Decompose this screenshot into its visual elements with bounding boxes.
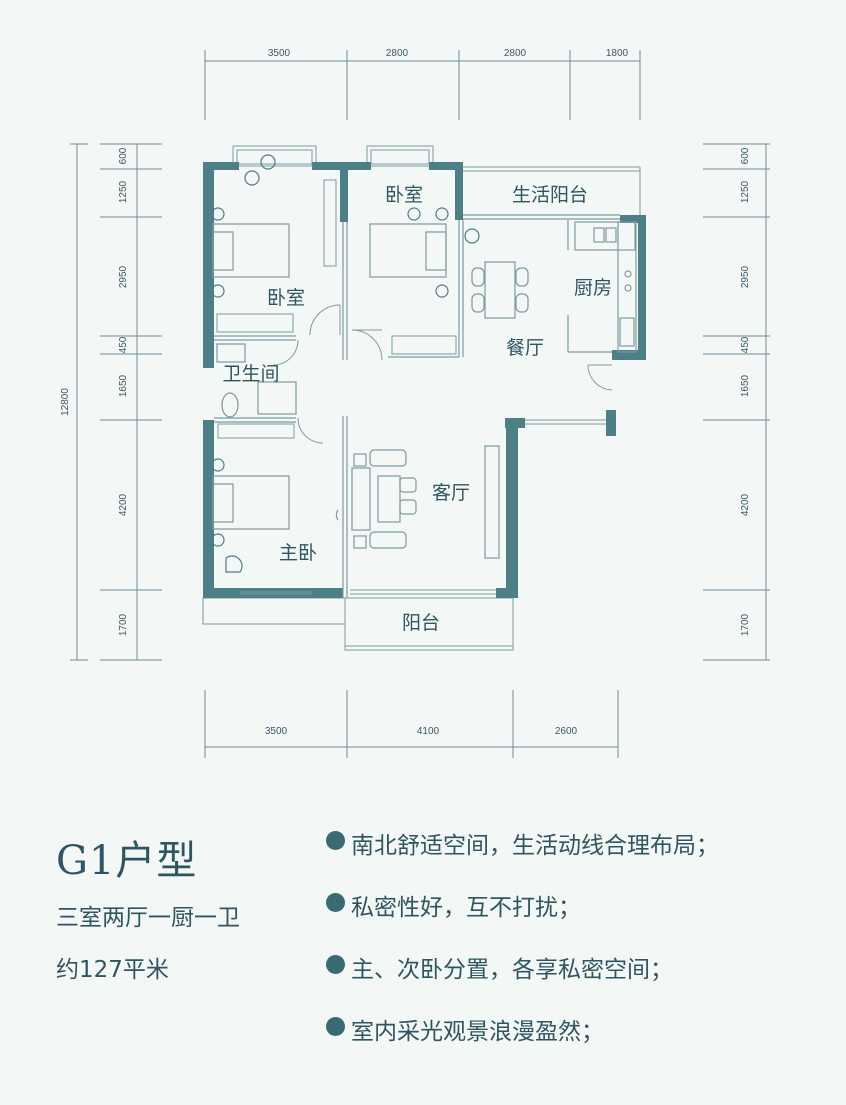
right-dim-5: 1650 [740, 374, 751, 397]
unit-layout: 三室两厅一厨一卫 [56, 905, 240, 931]
left-dim-5: 1650 [118, 374, 129, 397]
feature-text: 南北舒适空间，生活动线合理布局； [351, 833, 719, 859]
feature-item: 南北舒适空间，生活动线合理布局； [326, 826, 719, 888]
room-label-kitchen: 厨房 [574, 277, 612, 299]
plant-icon [225, 555, 243, 573]
bathroom-fixtures [216, 343, 297, 418]
room-label-bedroom-nw: 卧室 [267, 287, 305, 309]
left-dim-7: 1700 [118, 613, 129, 636]
room-label-service-balcony: 生活阳台 [512, 184, 588, 206]
feature-text: 私密性好，互不打扰； [351, 895, 581, 921]
room-label-dining: 餐厅 [506, 337, 544, 359]
bottom-dim-3: 2600 [555, 726, 578, 737]
right-dim-7: 1700 [740, 613, 751, 636]
bullet-icon [326, 955, 345, 974]
top-dim-4: 1800 [606, 48, 629, 59]
kitchen-counter [574, 221, 637, 353]
top-dim-2: 2800 [386, 48, 409, 59]
left-dim-6: 4200 [118, 493, 129, 516]
right-dimension-line [703, 143, 770, 661]
left-dim-4: 450 [118, 336, 129, 353]
feature-item: 主、次卧分置，各享私密空间； [326, 950, 719, 1012]
room-label-balcony: 阳台 [402, 612, 440, 634]
right-dim-3: 2950 [740, 265, 751, 288]
feature-text: 室内采光观景浪漫盈然； [351, 1019, 604, 1045]
left-dim-3: 2950 [118, 265, 129, 288]
floor-plan: 3500 2800 2800 1800 3500 4100 2600 12800… [60, 48, 770, 758]
room-label-living: 客厅 [432, 482, 470, 504]
room-label-bathroom: 卫生间 [222, 363, 279, 385]
feature-list: 南北舒适空间，生活动线合理布局； 私密性好，互不打扰； 主、次卧分置，各享私密空… [326, 826, 719, 1074]
feature-item: 室内采光观景浪漫盈然； [326, 1012, 719, 1074]
sofa-set [335, 445, 500, 559]
unit-area: 约127平米 [56, 957, 169, 983]
bullet-icon [326, 893, 345, 912]
beds [212, 223, 447, 530]
top-dim-3: 2800 [504, 48, 527, 59]
feature-text: 主、次卧分置，各享私密空间； [351, 957, 673, 983]
dining-table [471, 261, 529, 319]
unit-title: G1户型 [56, 838, 198, 884]
right-dim-1: 600 [740, 147, 751, 164]
right-dim-6: 4200 [740, 493, 751, 516]
right-dim-2: 1250 [740, 180, 751, 203]
right-dim-4: 450 [740, 336, 751, 353]
doors [272, 304, 613, 444]
walls [203, 162, 646, 598]
bottom-dimension-line [204, 690, 619, 758]
feature-item: 私密性好，互不打扰； [326, 888, 719, 950]
wardrobes [216, 179, 457, 439]
bottom-dim-2: 4100 [417, 726, 440, 737]
bottom-dim-1: 3500 [265, 726, 288, 737]
left-dim-2: 1250 [118, 180, 129, 203]
interior-walls [214, 214, 620, 598]
windows [240, 589, 496, 595]
left-dim-1: 600 [118, 147, 129, 164]
bullet-icon [326, 1017, 345, 1036]
bullet-icon [326, 831, 345, 850]
total-height-dim: 12800 [60, 388, 71, 416]
room-label-bedroom-n: 卧室 [385, 184, 423, 206]
top-dim-1: 3500 [268, 48, 291, 59]
room-label-master: 主卧 [279, 542, 317, 564]
left-dimension-line [70, 143, 162, 661]
top-dimension-line [204, 50, 641, 120]
nightstand-lamps [211, 154, 480, 547]
